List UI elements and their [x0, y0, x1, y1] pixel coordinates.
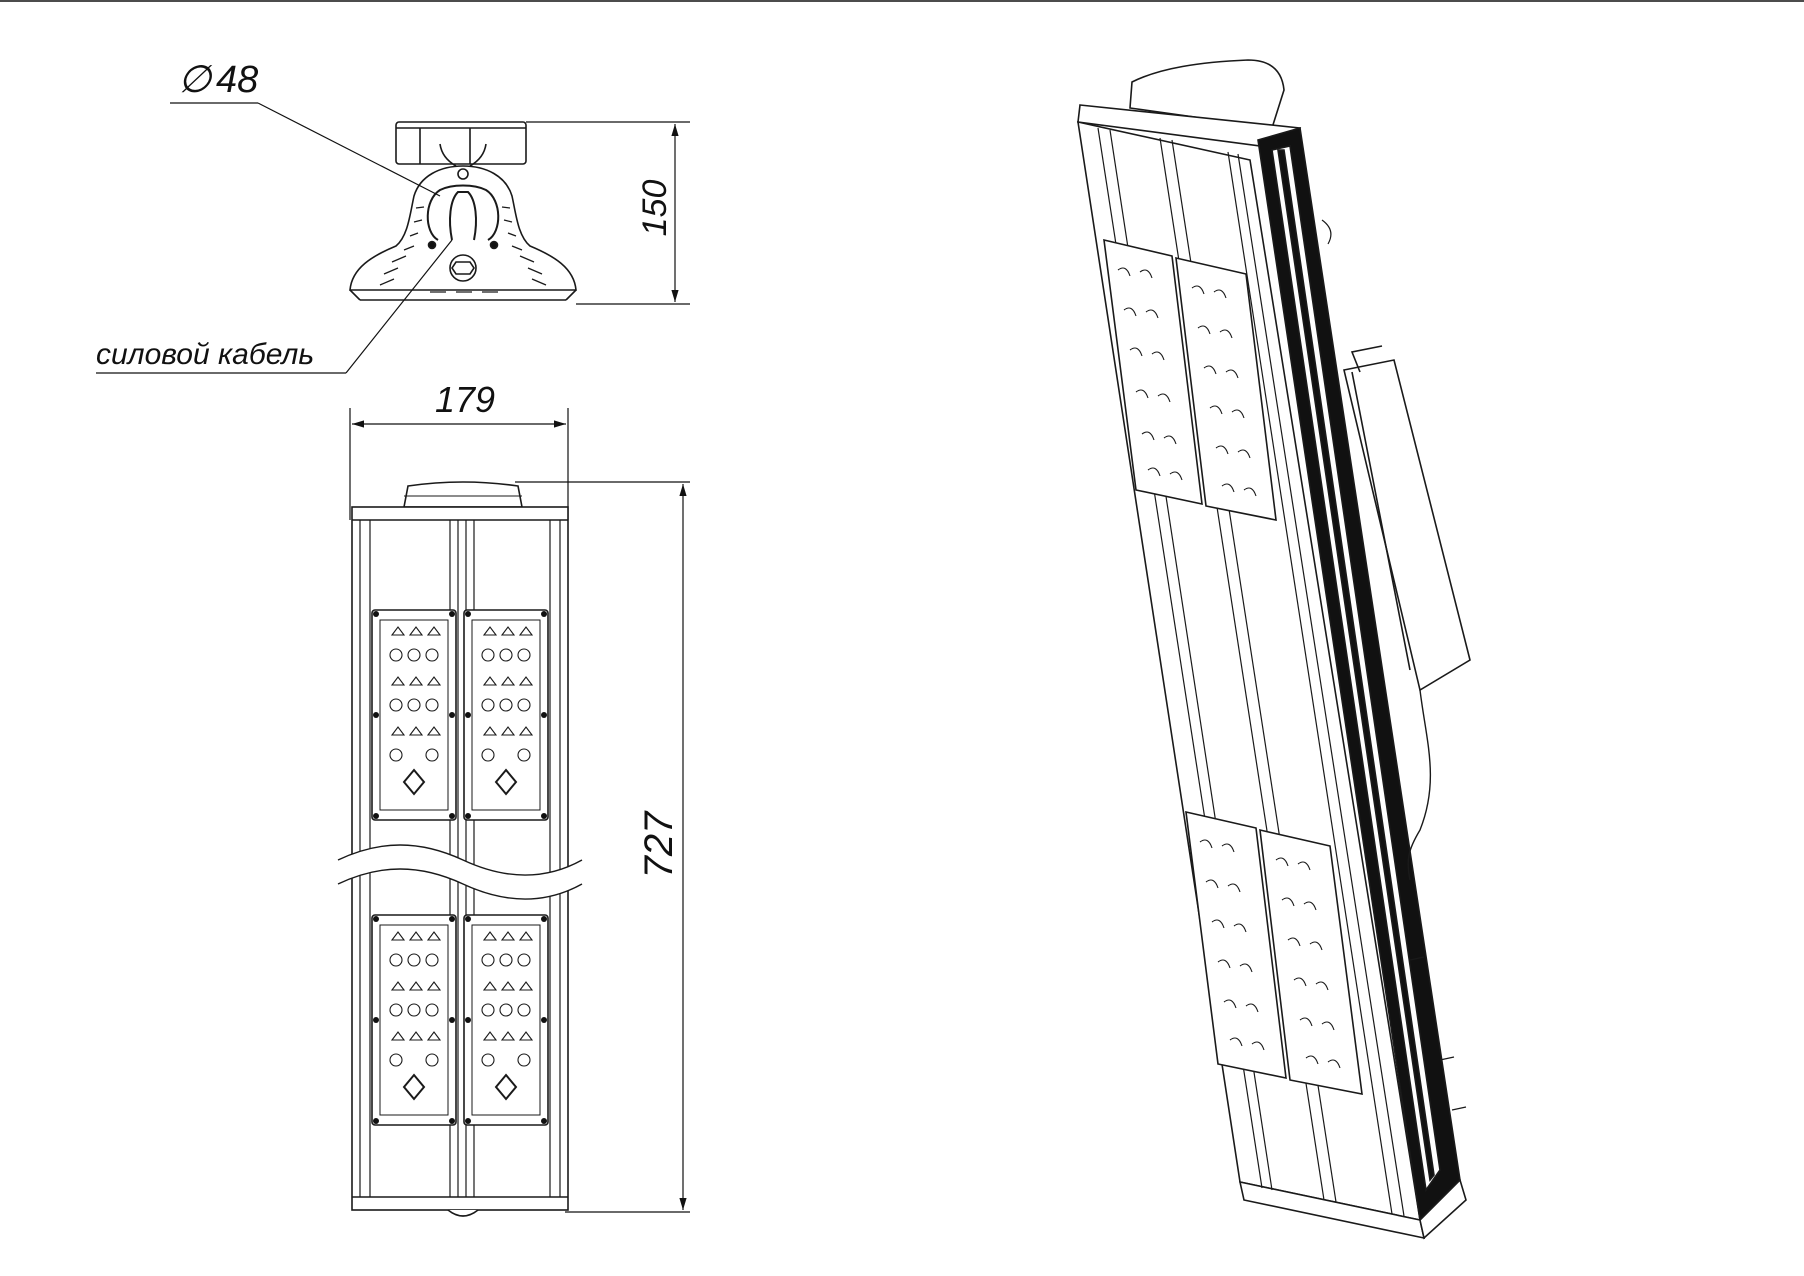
- end-cap: [403, 481, 523, 508]
- heatsink-profile: [349, 165, 577, 291]
- dimension-179: [349, 408, 569, 520]
- iso-driver-box: [1343, 359, 1471, 692]
- front-view: [337, 481, 583, 1217]
- diameter-leader: [170, 102, 441, 197]
- iso-end-cap: [1129, 59, 1285, 129]
- driver-box: [395, 121, 527, 165]
- dimension-150-label: 150: [636, 180, 674, 237]
- iso-led-module: [1103, 238, 1203, 506]
- iso-led-module: [1259, 828, 1363, 1095]
- hex-nut: [449, 254, 477, 282]
- led-module: [371, 609, 457, 821]
- end-view: [349, 121, 577, 301]
- iso-led-module: [1185, 810, 1287, 1080]
- diameter-value: 48: [216, 59, 258, 101]
- led-module-group: [371, 609, 549, 821]
- iso-led-modules-lower: [1185, 810, 1363, 1095]
- dimension-727-label: 727: [637, 810, 681, 878]
- dimension-727: [515, 481, 690, 1213]
- break-line: [338, 845, 582, 899]
- dimension-179-label: 179: [435, 379, 495, 420]
- dimension-150: [526, 121, 690, 305]
- led-module: [463, 609, 549, 821]
- isometric-view: [1077, 59, 1471, 1240]
- iso-led-modules-upper: [1103, 238, 1277, 522]
- cable-leader: [96, 239, 453, 374]
- diameter-symbol: ∅: [178, 59, 213, 101]
- iso-led-module: [1175, 256, 1277, 522]
- cable-label: силовой кабель: [96, 338, 314, 371]
- mounting-bracket: [426, 184, 500, 241]
